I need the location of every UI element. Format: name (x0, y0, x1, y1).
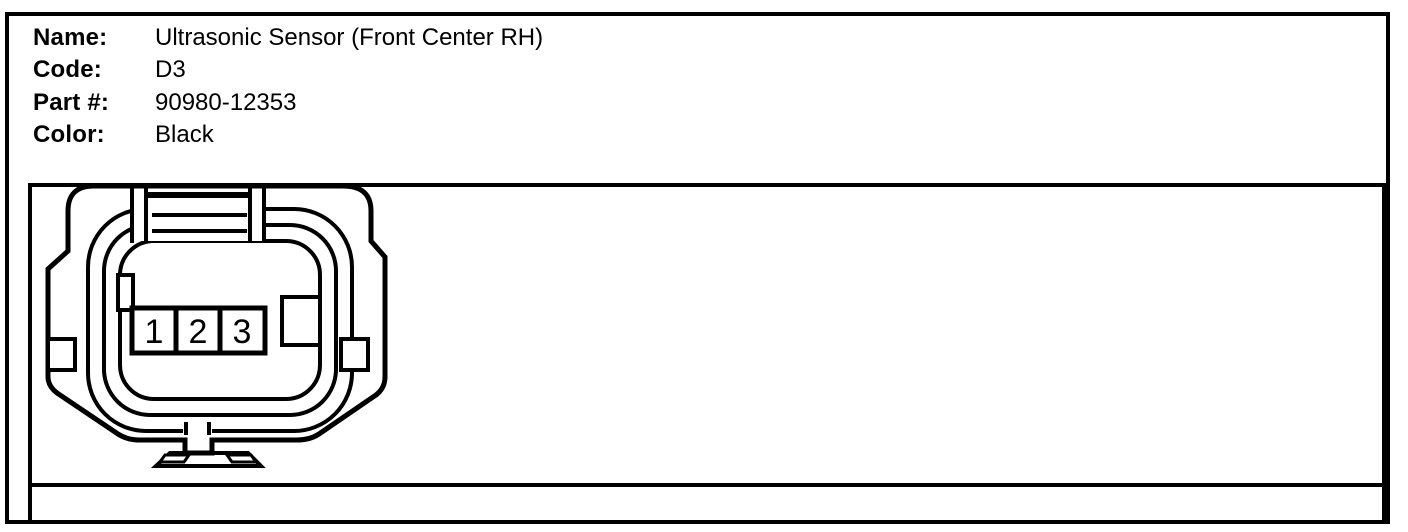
pin-1-label: 1 (145, 313, 164, 351)
right-wing-tab (339, 337, 370, 372)
left-key-slot (116, 273, 135, 312)
bottom-notch-mask (183, 419, 212, 435)
field-label-name: Name: (33, 24, 108, 51)
top-lock-channel (130, 186, 266, 243)
connector-face-diagram: 1 2 3 (45, 183, 388, 468)
pin-3-label: 3 (233, 313, 252, 351)
pin-2-label: 2 (189, 313, 208, 351)
bottom-lock-notch (184, 422, 211, 435)
diagram-footer-strip (28, 483, 1386, 524)
info-row-name: Name: Ultrasonic Sensor (Front Center RH) (33, 22, 543, 54)
field-label-code: Code: (33, 56, 102, 83)
field-value-code: D3 (155, 56, 186, 83)
field-label-part-number: Part #: (33, 89, 110, 116)
info-row-code: Code: D3 (33, 54, 186, 86)
field-value-name: Ultrasonic Sensor (Front Center RH) (155, 24, 544, 51)
bottom-flange (150, 451, 266, 468)
field-label-color: Color: (33, 121, 105, 148)
info-row-part-number: Part #: 90980-12353 (33, 87, 296, 119)
right-key-slot (280, 295, 322, 347)
left-wing-tab (46, 337, 77, 372)
pin-row: 1 2 3 (129, 305, 268, 356)
field-value-color: Black (155, 121, 214, 148)
field-value-part-number: 90980-12353 (155, 89, 297, 116)
info-row-color: Color: Black (33, 119, 214, 151)
